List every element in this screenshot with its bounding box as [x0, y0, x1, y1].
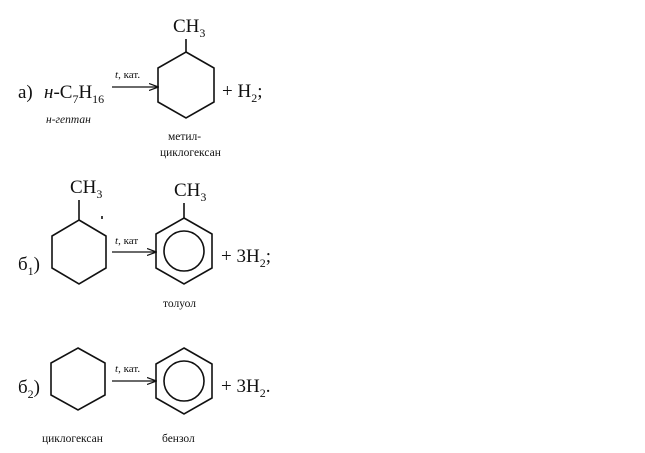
reactant-b1-ch3: CH3 [70, 177, 102, 201]
reaction-b2-condition: t, кат. [115, 363, 140, 375]
toluene-name: толуол [163, 298, 196, 310]
reaction-b1-condition: t, кат [115, 235, 138, 247]
methylcyclohexane-ch3: CH3 [173, 16, 205, 40]
reaction-a-condition-t: t [115, 69, 119, 81]
reaction-a-condition: t, кат. [115, 69, 140, 81]
reaction-b2-label: б2) [18, 377, 40, 401]
toluene-aromatic-circle [163, 230, 205, 272]
reaction-b2: б2) циклогексан t, кат. бензол + 3H2. [18, 347, 270, 445]
reaction-a-h2: + H2; [222, 81, 262, 105]
cyclohexane-ring [50, 347, 106, 411]
benzene-name: бензол [162, 433, 195, 445]
methylcyclohexane-name-line2: циклогексан [160, 147, 221, 159]
heptane-c: -C [53, 82, 72, 103]
methylcyclohexane-name-line1: метил- [168, 131, 201, 143]
heptane-formula: н-C7H16 [44, 82, 104, 106]
heptane-sub1: 7 [72, 92, 78, 106]
reaction-b1-3h2: + 3H2; [221, 246, 271, 270]
reaction-a-label: а) [18, 82, 33, 103]
benzene-aromatic-circle [163, 360, 205, 402]
cyclohexane-name: циклогексан [42, 433, 103, 445]
methylcyclohexane-b1-ring [51, 219, 107, 285]
toluene-ring [155, 217, 213, 285]
reaction-a-condition-rest: , кат. [118, 69, 140, 81]
methylcyclohexane-ring [157, 51, 215, 119]
toluene-ch3: CH3 [174, 180, 206, 204]
benzene-ring [155, 347, 213, 415]
heptane-prefix: н [44, 82, 53, 103]
reaction-b1-label: б1) [18, 254, 40, 278]
reaction-b2-3h2: + 3H2. [221, 376, 270, 400]
heptane-sub2: 16 [92, 92, 104, 106]
heptane-name: н-гептан [46, 114, 91, 126]
heptane-h: H [78, 82, 92, 103]
reaction-a: а) н-C7H16 н-гептан t, кат. CH3 метил- ц… [18, 16, 262, 159]
reaction-b1: CH3 б1) t, кат CH3 толуол + 3H2; [18, 177, 271, 310]
